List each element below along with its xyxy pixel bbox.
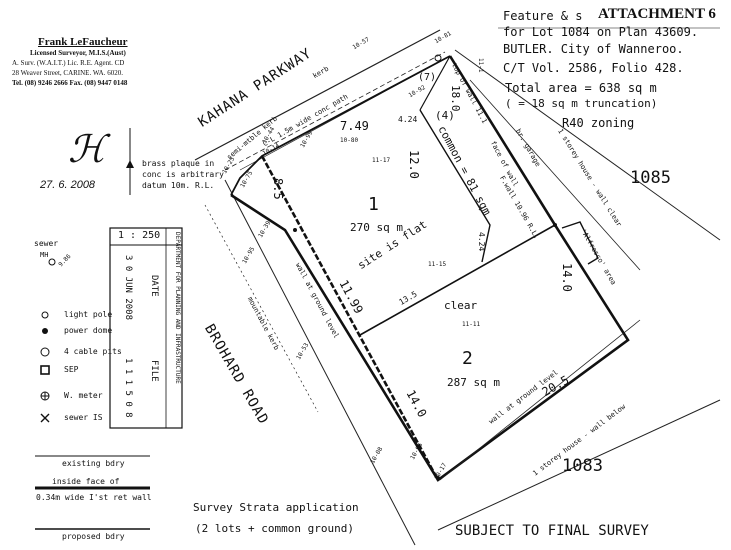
lot-2-area: 287 sq m [447,376,500,389]
sewer-mh-icon [48,258,56,266]
footer-subject: SUBJECT TO FINAL SURVEY [455,523,649,539]
legend-sewer: sewer [34,239,59,248]
stamp-date-value: 3 0 JUN 2008 [123,255,133,321]
brohard-kerb-line [224,179,416,546]
survey-mark [553,223,557,227]
legend-sep: SEP [64,365,79,374]
plaque-note-2: conc is arbitrary [142,170,224,179]
dim-8-5: 8.5 [271,178,285,200]
left-wall-hatch [260,155,440,481]
stamp-file-label: FILE [149,360,159,382]
stamp-file-value: 1 1 1 5 0 8 [123,358,133,418]
lot-divide-line [359,224,556,336]
level: 11-11 [462,321,481,328]
neighbour-1083-line [439,319,641,481]
dim-7-49: 7.49 [340,119,369,133]
stamp-date-label: DATE [149,275,159,297]
sewer-is-icon [40,413,50,423]
common-property-line [419,109,491,263]
survey-mark [436,476,440,480]
lot-outer-boundary [230,55,630,482]
power-dome-icon [42,328,48,334]
legend-water-meter: W. meter [64,391,103,400]
signature-date: 27. 6. 2008 [40,179,96,191]
dim-12-0: 12.0 [407,150,421,179]
level: 11-15 [428,261,447,268]
dim-14-0-right: 14.0 [560,263,574,292]
legend-inside-face: inside face of [52,477,120,486]
surveyor-line1: Licensed Surveyor, M.I.S.(Aust) [30,49,126,57]
lot-1-area: 270 sq m [350,221,403,234]
kahana-kerb-line [194,29,441,161]
legend-light-pole: light pole [64,310,113,319]
feature-line: Feature & s [503,9,583,23]
stamp-scale: 1 : 250 [118,230,161,241]
kahana-path-line [224,51,446,171]
legend-ret-wall: 0.34m wide I'st ret wall [36,493,152,502]
legend-power-dome: power dome [64,326,113,335]
clear-note: clear [444,299,478,312]
surveyor-phone: Tel. (08) 9246 2666 Fax. (08) 9447 0148 [12,79,128,87]
lot-7-label: (7) [418,72,437,83]
surveyor-line3: 28 Weaver Street, CARINE. WA. 6020. [12,69,123,77]
front-boundary [230,55,451,196]
dim-4-24-mid: 4.24 [477,232,486,252]
neighbour-1085-line [454,49,721,241]
lot-1-number: 1 [368,194,379,215]
surveyor-name: Frank LeFaucheur [38,36,128,48]
common-number: (4) [435,109,455,122]
zoning-label: R40 zoning [562,116,635,130]
dim-18-0: 18.0 [449,85,462,112]
neighbour-1085: 1085 [630,168,671,188]
survey-mark [434,54,442,62]
level: 10-80 [340,137,359,144]
lot-2-number: 2 [462,348,473,369]
footer-lots: (2 lots + common ground) [195,522,354,535]
lot-line: for Lot 1084 on Plan 43609. [503,25,699,39]
level: 11-17 [372,157,391,164]
legend-sewer-mh: MH [40,251,49,259]
light-pole-icon [41,311,49,319]
brohard-verge-line [204,204,319,413]
plaque-note-3: datum 10m. R.L. [142,181,215,190]
attachment-label: ATTACHMENT 6 [598,6,716,22]
plaque-note-1: brass plaque in [142,159,215,168]
total-area-line: Total area = 638 sq m [505,81,657,95]
legend-sewer-is: sewer IS [64,413,103,422]
surveyor-line2: A. Surv. (W.A.I.T.) Lic. R.E. Agent. CD [12,59,125,67]
neighbour-1083: 1083 [562,456,603,476]
legend-cable-pits: 4 cable pits [64,347,122,356]
cable-pit-icon [40,347,50,357]
signature: ℋ [68,127,106,171]
alfresco-bracket [561,221,599,265]
plaque-arrow-icon [126,160,134,168]
truncation-line: ( = 18 sq m truncation) [505,97,658,110]
footer-application: Survey Strata application [193,501,359,514]
legend-existing-bdry: existing bdry [62,459,125,468]
legend-proposed-bdry: proposed bdry [62,532,125,541]
house-1083-wall [437,399,721,531]
common-front [419,55,451,111]
house-1085-wall [469,79,641,271]
stamp-department-text: DEPARTMENT FOR PLANNING AND INFRASTRUCTU… [174,232,181,384]
sep-icon [40,365,50,375]
dim-4-24-top: 4.24 [398,115,418,124]
approval-stamp-box [109,227,183,429]
title-ref-line: C/T Vol. 2586, Folio 428. [503,61,684,75]
survey-mark [293,228,297,232]
level: 11-1 [477,58,484,73]
location-line: BUTLER. City of Wanneroo. [503,42,684,56]
